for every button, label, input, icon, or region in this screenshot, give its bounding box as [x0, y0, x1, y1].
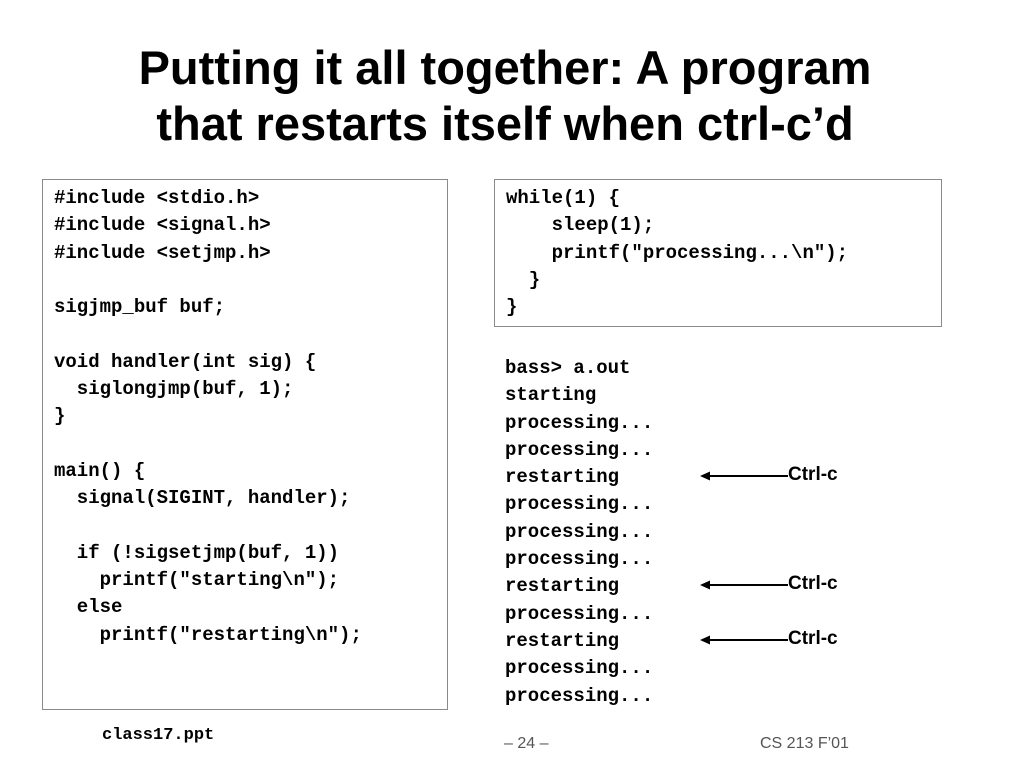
code-line: printf("restarting\n"); — [54, 623, 362, 646]
terminal-line: processing... — [505, 411, 654, 434]
slide-title-line-2: that restarts itself when ctrl-c’d — [156, 97, 854, 150]
code-line: while(1) { — [506, 187, 621, 209]
ctrl-c-label: Ctrl-c — [788, 627, 838, 649]
arrow-icon — [700, 471, 788, 481]
code-line: } — [506, 296, 518, 319]
terminal-line: bass> a.out — [505, 357, 631, 379]
code-line: printf("processing...\n"); — [506, 241, 849, 264]
terminal-line: processing... — [505, 438, 654, 461]
terminal-output: bass> a.out starting processing... processi… — [505, 355, 653, 710]
ctrl-c-label: Ctrl-c — [788, 463, 838, 485]
code-line: void handler(int sig) { — [54, 350, 317, 373]
terminal-line: processing... — [505, 684, 654, 707]
code-line: else — [54, 596, 123, 619]
code-line — [54, 513, 447, 540]
terminal-line: processing... — [505, 548, 654, 571]
footer-course: CS 213 F’01 — [760, 735, 849, 752]
code-line: printf("starting\n"); — [54, 569, 340, 592]
terminal-line: restarting — [505, 466, 620, 489]
terminal-line: processing... — [505, 602, 654, 625]
terminal-line: starting — [505, 384, 597, 407]
code-line: siglongjmp(buf, 1); — [54, 378, 294, 401]
code-line — [54, 267, 447, 294]
terminal-line: processing... — [505, 493, 654, 516]
code-line: signal(SIGINT, handler); — [54, 487, 351, 510]
terminal-line: restarting — [505, 575, 620, 598]
arrow-icon — [700, 635, 788, 645]
code-line: #include <setjmp.h> — [54, 241, 271, 264]
loop-code-box: while(1) { sleep(1); printf("processing.… — [494, 179, 942, 327]
code-line: #include <signal.h> — [54, 214, 271, 237]
code-line — [54, 321, 447, 348]
code-line: #include <stdio.h> — [54, 187, 260, 209]
slide-title: Putting it all together: A program that … — [0, 40, 1010, 152]
code-line: sleep(1); — [506, 214, 655, 237]
footer-page-number: – 24 – — [504, 735, 549, 752]
code-line: sigjmp_buf buf; — [54, 296, 226, 319]
code-line: main() { — [54, 459, 146, 482]
main-code-box: #include <stdio.h> #include <signal.h> #in… — [42, 179, 448, 710]
code-line: } — [506, 268, 541, 291]
arrow-icon — [700, 580, 788, 590]
footer-filename: class17.ppt — [102, 726, 215, 745]
terminal-line: restarting — [505, 629, 620, 652]
code-line: } — [54, 405, 66, 428]
terminal-line: processing... — [505, 520, 654, 543]
slide-title-line-1: Putting it all together: A program — [138, 41, 872, 94]
code-line: if (!sigsetjmp(buf, 1)) — [54, 541, 340, 564]
ctrl-c-label: Ctrl-c — [788, 573, 838, 595]
code-line — [54, 431, 447, 458]
terminal-line: processing... — [505, 657, 654, 680]
